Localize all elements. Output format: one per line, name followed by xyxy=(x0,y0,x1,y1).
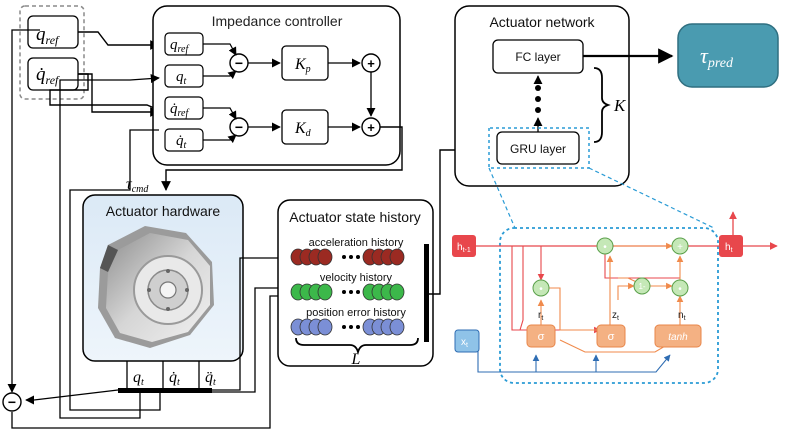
actuator-network: Actuator network FC layer GRU layer K xyxy=(454,5,630,187)
history-ellipsis-dot xyxy=(342,290,346,294)
gru-mul-candidate: • xyxy=(678,284,682,295)
history-ellipsis-dot xyxy=(349,325,353,329)
impedance-controller: Impedance controller qref qt q̇ref q̇t −… xyxy=(152,5,401,166)
hw-out-qd-label: q̇t xyxy=(169,369,180,388)
actuator-motor-image xyxy=(98,226,214,348)
history-ellipsis-dot xyxy=(342,255,346,259)
tanh-label: tanh xyxy=(668,332,688,343)
hw-out-q-label: qt xyxy=(133,369,144,388)
ic-kd-label: Kd xyxy=(294,120,312,139)
actuator-network-title: Actuator network xyxy=(489,14,595,30)
tanh-box xyxy=(654,324,702,348)
h-prev-label: ht-1 xyxy=(457,242,471,254)
history-ellipsis-dot xyxy=(356,290,360,294)
state-history-title: Actuator state history xyxy=(289,209,421,225)
hardware-outputs: qt q̇t q̈t xyxy=(118,361,216,393)
history-sample xyxy=(317,283,333,301)
gru-add: + xyxy=(677,242,683,253)
history-sample xyxy=(389,283,405,301)
sigma-reset-label: σ xyxy=(538,331,545,343)
position-error-history-row xyxy=(290,318,405,336)
gru-one-minus: 1- xyxy=(638,282,645,291)
ic-add-p-sign: + xyxy=(367,56,375,71)
sigma-update-label: σ xyxy=(608,331,615,343)
h-prev-box xyxy=(452,235,476,257)
velocity-history-row xyxy=(290,283,405,301)
n-t-label: nt xyxy=(678,310,686,322)
actuator-hardware-title: Actuator hardware xyxy=(106,203,221,219)
position-error-history-label: position error history xyxy=(306,307,406,319)
history-sample xyxy=(317,318,333,336)
ic-sum-p-sign: − xyxy=(235,55,243,71)
fc-layer-label: FC layer xyxy=(515,50,560,64)
x-t-box xyxy=(454,329,480,353)
gru-cell-detail: ht-1 ht xt σ σ tanh • • + 1- • rt zt nt xyxy=(452,211,778,384)
tau-pred-output-label: τpred xyxy=(700,43,734,71)
sigma-update-box xyxy=(596,324,626,348)
history-sample xyxy=(389,318,405,336)
acceleration-history-label: acceleration history xyxy=(309,237,404,249)
qd-ref-input-label: q̇ref xyxy=(36,64,60,87)
gru-layer-label: GRU layer xyxy=(510,142,566,156)
actuator-hardware: Actuator hardware xyxy=(82,194,244,362)
q-ref-input-label: qref xyxy=(36,24,60,47)
layer-count-k: K xyxy=(613,96,627,115)
history-length-label: L xyxy=(351,351,361,368)
feedback-sum-sign: − xyxy=(8,394,16,410)
ic-qd-t-label: q̇t xyxy=(176,133,187,151)
history-ellipsis-dot xyxy=(349,255,353,259)
acceleration-history-row xyxy=(290,248,405,266)
history-ellipsis-dot xyxy=(342,325,346,329)
ic-sum-d-sign: − xyxy=(235,119,243,135)
reference-inputs: qref q̇ref xyxy=(19,5,85,100)
ic-q-ref-label: qref xyxy=(170,37,189,55)
ic-kp-label: Kp xyxy=(294,56,311,75)
ic-add-d-sign: + xyxy=(367,120,375,135)
x-t-label: xt xyxy=(461,337,468,349)
ic-qd-ref-label: q̇ref xyxy=(170,101,189,119)
z-t-label: zt xyxy=(612,310,619,322)
velocity-history-label: velocity history xyxy=(320,272,393,284)
h-t-box xyxy=(719,235,743,257)
history-ellipsis-dot xyxy=(356,255,360,259)
history-sample xyxy=(389,248,405,266)
hw-out-qdd-label: q̈t xyxy=(205,369,216,388)
actuator-state-history: Actuator state history acceleration hist… xyxy=(277,199,434,368)
history-ellipsis-dot xyxy=(349,290,353,294)
impedance-controller-title: Impedance controller xyxy=(212,13,343,29)
tau-pred-output-box xyxy=(677,23,779,88)
gru-mul-state: • xyxy=(603,242,607,253)
h-t-label: ht xyxy=(725,242,733,254)
history-ellipsis-dot xyxy=(356,325,360,329)
ic-q-t-label: qt xyxy=(176,69,187,87)
history-sample xyxy=(317,248,333,266)
r-t-label: rt xyxy=(538,310,543,322)
sigma-reset-box xyxy=(526,324,556,348)
gru-mul-reset: • xyxy=(539,284,543,295)
